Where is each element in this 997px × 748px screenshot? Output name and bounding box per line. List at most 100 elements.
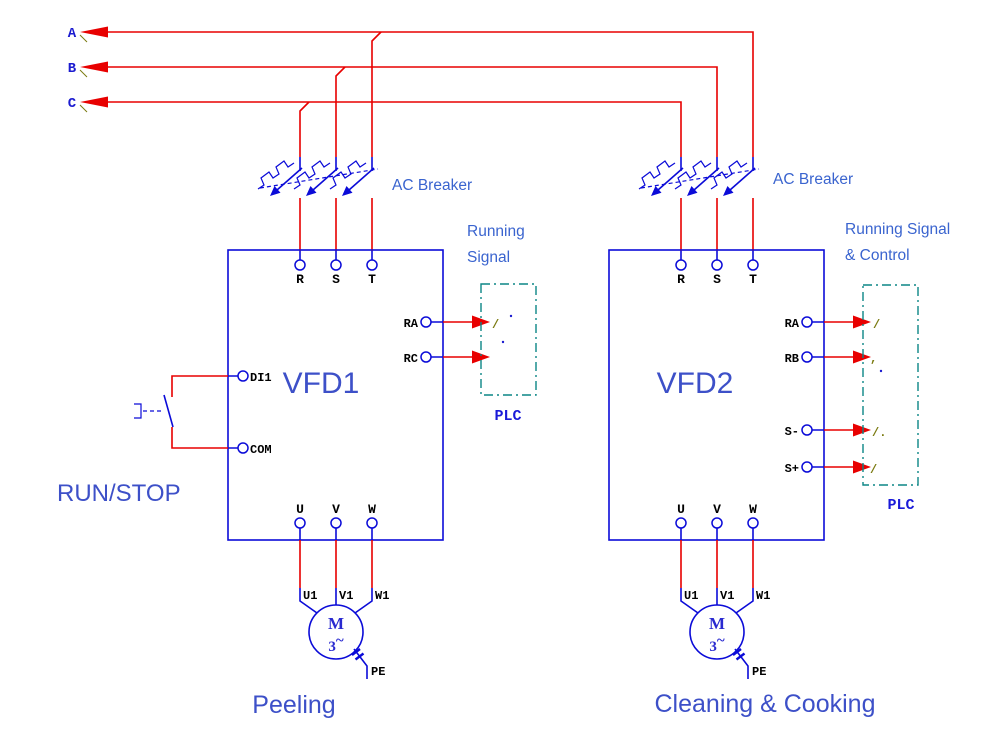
plc-mark: / xyxy=(870,463,877,477)
motor-m-label: M xyxy=(709,614,725,633)
terminal-label-v: V xyxy=(332,502,340,517)
phase-c-line: C xyxy=(68,96,682,157)
terminal-label-t: T xyxy=(749,272,757,287)
wire-tap xyxy=(371,31,382,157)
running-signal-label-line1: Running xyxy=(467,223,525,240)
dot xyxy=(501,340,505,344)
pe-tick xyxy=(354,652,365,661)
terminal-w xyxy=(747,517,759,529)
breaker-pole-icon xyxy=(674,156,723,271)
signal-arrow-icon xyxy=(472,350,490,364)
motor-circle xyxy=(689,604,745,660)
breaker-pole-icon xyxy=(257,156,306,271)
terminal-label-s-minus: S- xyxy=(785,425,799,439)
lead-label-v1: V1 xyxy=(339,589,353,603)
supply-lines: A B C xyxy=(68,26,754,157)
lead-label-u1: U1 xyxy=(303,589,317,603)
dot xyxy=(509,314,513,318)
pe-ground-icon xyxy=(732,648,749,679)
wire xyxy=(680,540,754,588)
pe-tick xyxy=(732,648,742,656)
terminal-label-di1: DI1 xyxy=(250,371,272,385)
trip-link xyxy=(640,168,760,189)
wire xyxy=(100,66,718,157)
vfd1-title: VFD1 xyxy=(283,367,360,400)
motor-1: U1 V1 W1 M 3~ PE xyxy=(299,540,389,679)
signal-arrow-icon xyxy=(853,315,871,329)
terminal-label-w: W xyxy=(749,502,757,517)
terminal-v xyxy=(330,517,342,529)
pe-lead xyxy=(353,648,368,679)
pe-label: PE xyxy=(371,665,385,679)
terminal-label-ra: RA xyxy=(785,317,800,331)
plc-dashed-box xyxy=(480,283,537,396)
pe-tick xyxy=(351,648,361,656)
wire xyxy=(824,321,855,468)
plc-block-2: / , /. / PLC xyxy=(862,284,919,514)
wire-tap xyxy=(299,101,310,157)
terminal-ra xyxy=(420,316,432,328)
terminal-label-r: R xyxy=(677,272,685,287)
phase-b-arrow-icon xyxy=(80,61,108,73)
tick xyxy=(79,104,88,113)
wire xyxy=(171,375,228,449)
terminal-label-r: R xyxy=(296,272,304,287)
tick xyxy=(79,34,88,43)
signal-arrow-icon xyxy=(853,423,871,437)
vfd1-relay-outputs: RA RC xyxy=(404,315,490,366)
terminal-rc xyxy=(420,351,432,363)
vfd2-caption: Cleaning & Cooking xyxy=(655,690,876,718)
wire xyxy=(812,321,824,468)
plc-block-1: / PLC xyxy=(480,283,537,425)
running-signal-label-line2: Signal xyxy=(467,249,510,266)
motor-circle xyxy=(308,604,364,660)
vfd1-output-terminals: U V W xyxy=(294,502,378,540)
motor-phase-label: 3~ xyxy=(328,633,344,655)
wire xyxy=(299,528,373,540)
phase-a-arrow-icon xyxy=(80,26,108,38)
terminal-label-u: U xyxy=(296,502,304,517)
motor-m-label: M xyxy=(328,614,344,633)
running-signal-label-line2: & Control xyxy=(845,247,910,264)
terminal-label-com: COM xyxy=(250,443,272,457)
run-stop-label: RUN/STOP xyxy=(57,480,181,507)
dot xyxy=(879,369,883,373)
terminal-label-w: W xyxy=(368,502,376,517)
motor-tilde: ~ xyxy=(336,633,344,649)
lead-label-v1: V1 xyxy=(720,589,734,603)
wire xyxy=(299,540,373,588)
vfd2-assembly: AC Breaker VFD2 R S T RA RB S- S+ / , xyxy=(608,156,950,718)
terminal-ra xyxy=(801,316,813,328)
terminal-label-s-plus: S+ xyxy=(785,462,799,476)
plc-mark: / xyxy=(492,318,499,332)
terminal-s-minus xyxy=(801,424,813,436)
wire xyxy=(680,528,754,540)
signal-arrow-icon xyxy=(853,350,871,364)
terminal-rb xyxy=(801,351,813,363)
breaker-pole-icon xyxy=(293,156,342,271)
phase-b-line: B xyxy=(68,61,718,157)
terminal-w xyxy=(366,517,378,529)
plc-label: PLC xyxy=(494,408,521,425)
terminal-label-u: U xyxy=(677,502,685,517)
pe-tick xyxy=(735,652,746,661)
ac-breaker-label: AC Breaker xyxy=(392,177,472,194)
motor-tilde: ~ xyxy=(717,633,725,649)
plc-label: PLC xyxy=(887,497,914,514)
ac-breaker-2: AC Breaker xyxy=(638,156,853,271)
terminal-label-v: V xyxy=(713,502,721,517)
ac-breaker-1: AC Breaker xyxy=(257,156,472,271)
lead-label-w1: W1 xyxy=(375,589,389,603)
phase-a-line: A xyxy=(68,26,754,157)
wire xyxy=(443,321,474,358)
phase-a-label: A xyxy=(68,26,77,42)
wire-tap xyxy=(335,66,346,157)
terminal-label-rb: RB xyxy=(785,352,799,366)
plc-mark: /. xyxy=(872,426,886,440)
phase-c-arrow-icon xyxy=(80,96,108,108)
phase-c-label: C xyxy=(68,96,77,112)
plc-mark: / xyxy=(873,318,880,332)
breaker-pole-icon xyxy=(710,156,759,271)
